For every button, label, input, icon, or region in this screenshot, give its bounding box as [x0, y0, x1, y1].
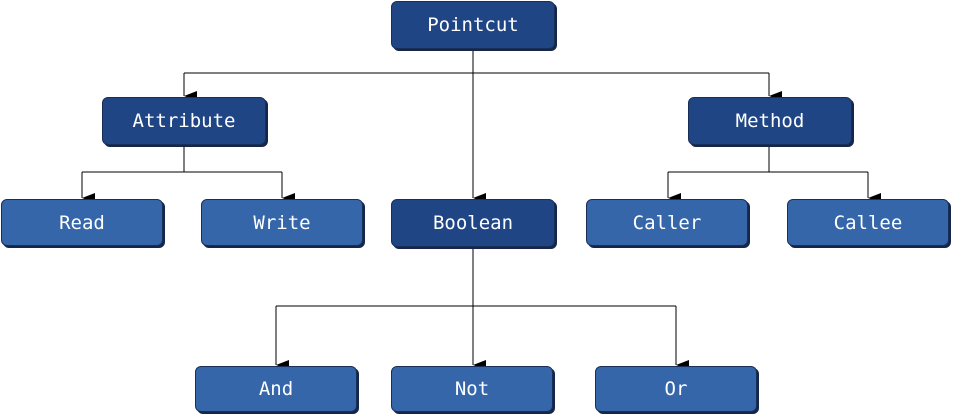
node-or: Or — [595, 366, 757, 412]
node-read: Read — [1, 199, 163, 246]
node-and: And — [195, 366, 357, 412]
node-write: Write — [201, 199, 363, 246]
node-method: Method — [688, 97, 852, 145]
node-callee: Callee — [787, 199, 949, 246]
node-boolean: Boolean — [391, 199, 555, 247]
node-attribute: Attribute — [102, 97, 266, 145]
node-not: Not — [391, 366, 553, 412]
node-caller: Caller — [586, 199, 748, 246]
node-pointcut: Pointcut — [391, 1, 555, 49]
